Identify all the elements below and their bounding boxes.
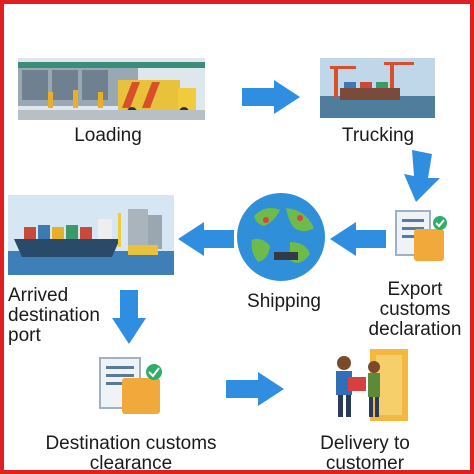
export-line-3: declaration bbox=[368, 319, 462, 340]
delivery-person-icon bbox=[336, 349, 408, 421]
delivery-line-1: Delivery to bbox=[320, 433, 410, 454]
export-line-2: customs bbox=[379, 299, 451, 320]
arrow-left-middle-2 bbox=[330, 222, 386, 256]
trucking-port-illustration bbox=[320, 58, 435, 118]
step-label-destination-customs: Destination customs clearance bbox=[28, 434, 234, 474]
step-label-trucking: Trucking bbox=[341, 125, 415, 146]
arrived-line-2: destination bbox=[8, 305, 100, 326]
export-line-1: Export bbox=[387, 279, 443, 300]
arrow-right-top bbox=[242, 80, 300, 114]
arrived-line-3: port bbox=[8, 325, 41, 346]
customs-document-icon bbox=[395, 210, 447, 261]
arrow-left-middle-1 bbox=[178, 222, 234, 256]
delivery-line-2: customer bbox=[325, 453, 405, 474]
loading-warehouse-illustration bbox=[18, 58, 205, 120]
destination-line-2: clearance bbox=[89, 453, 173, 474]
arrow-down-left-column bbox=[112, 290, 146, 344]
customs-document-icon bbox=[99, 357, 162, 414]
arrow-down-right-column bbox=[404, 150, 440, 202]
arrived-line-1: Arrived bbox=[8, 285, 69, 306]
step-label-loading: Loading bbox=[74, 125, 142, 146]
step-label-delivery: Delivery to customer bbox=[300, 434, 430, 474]
destination-line-1: Destination customs bbox=[45, 433, 217, 454]
step-label-export: Export customs declaration bbox=[358, 280, 472, 340]
step-label-shipping: Shipping bbox=[247, 291, 321, 312]
arrow-right-bottom bbox=[226, 372, 284, 406]
step-label-arrived: Arrived destination port bbox=[8, 286, 128, 346]
arrived-port-illustration bbox=[8, 195, 174, 275]
shipping-globe-icon bbox=[237, 193, 325, 281]
